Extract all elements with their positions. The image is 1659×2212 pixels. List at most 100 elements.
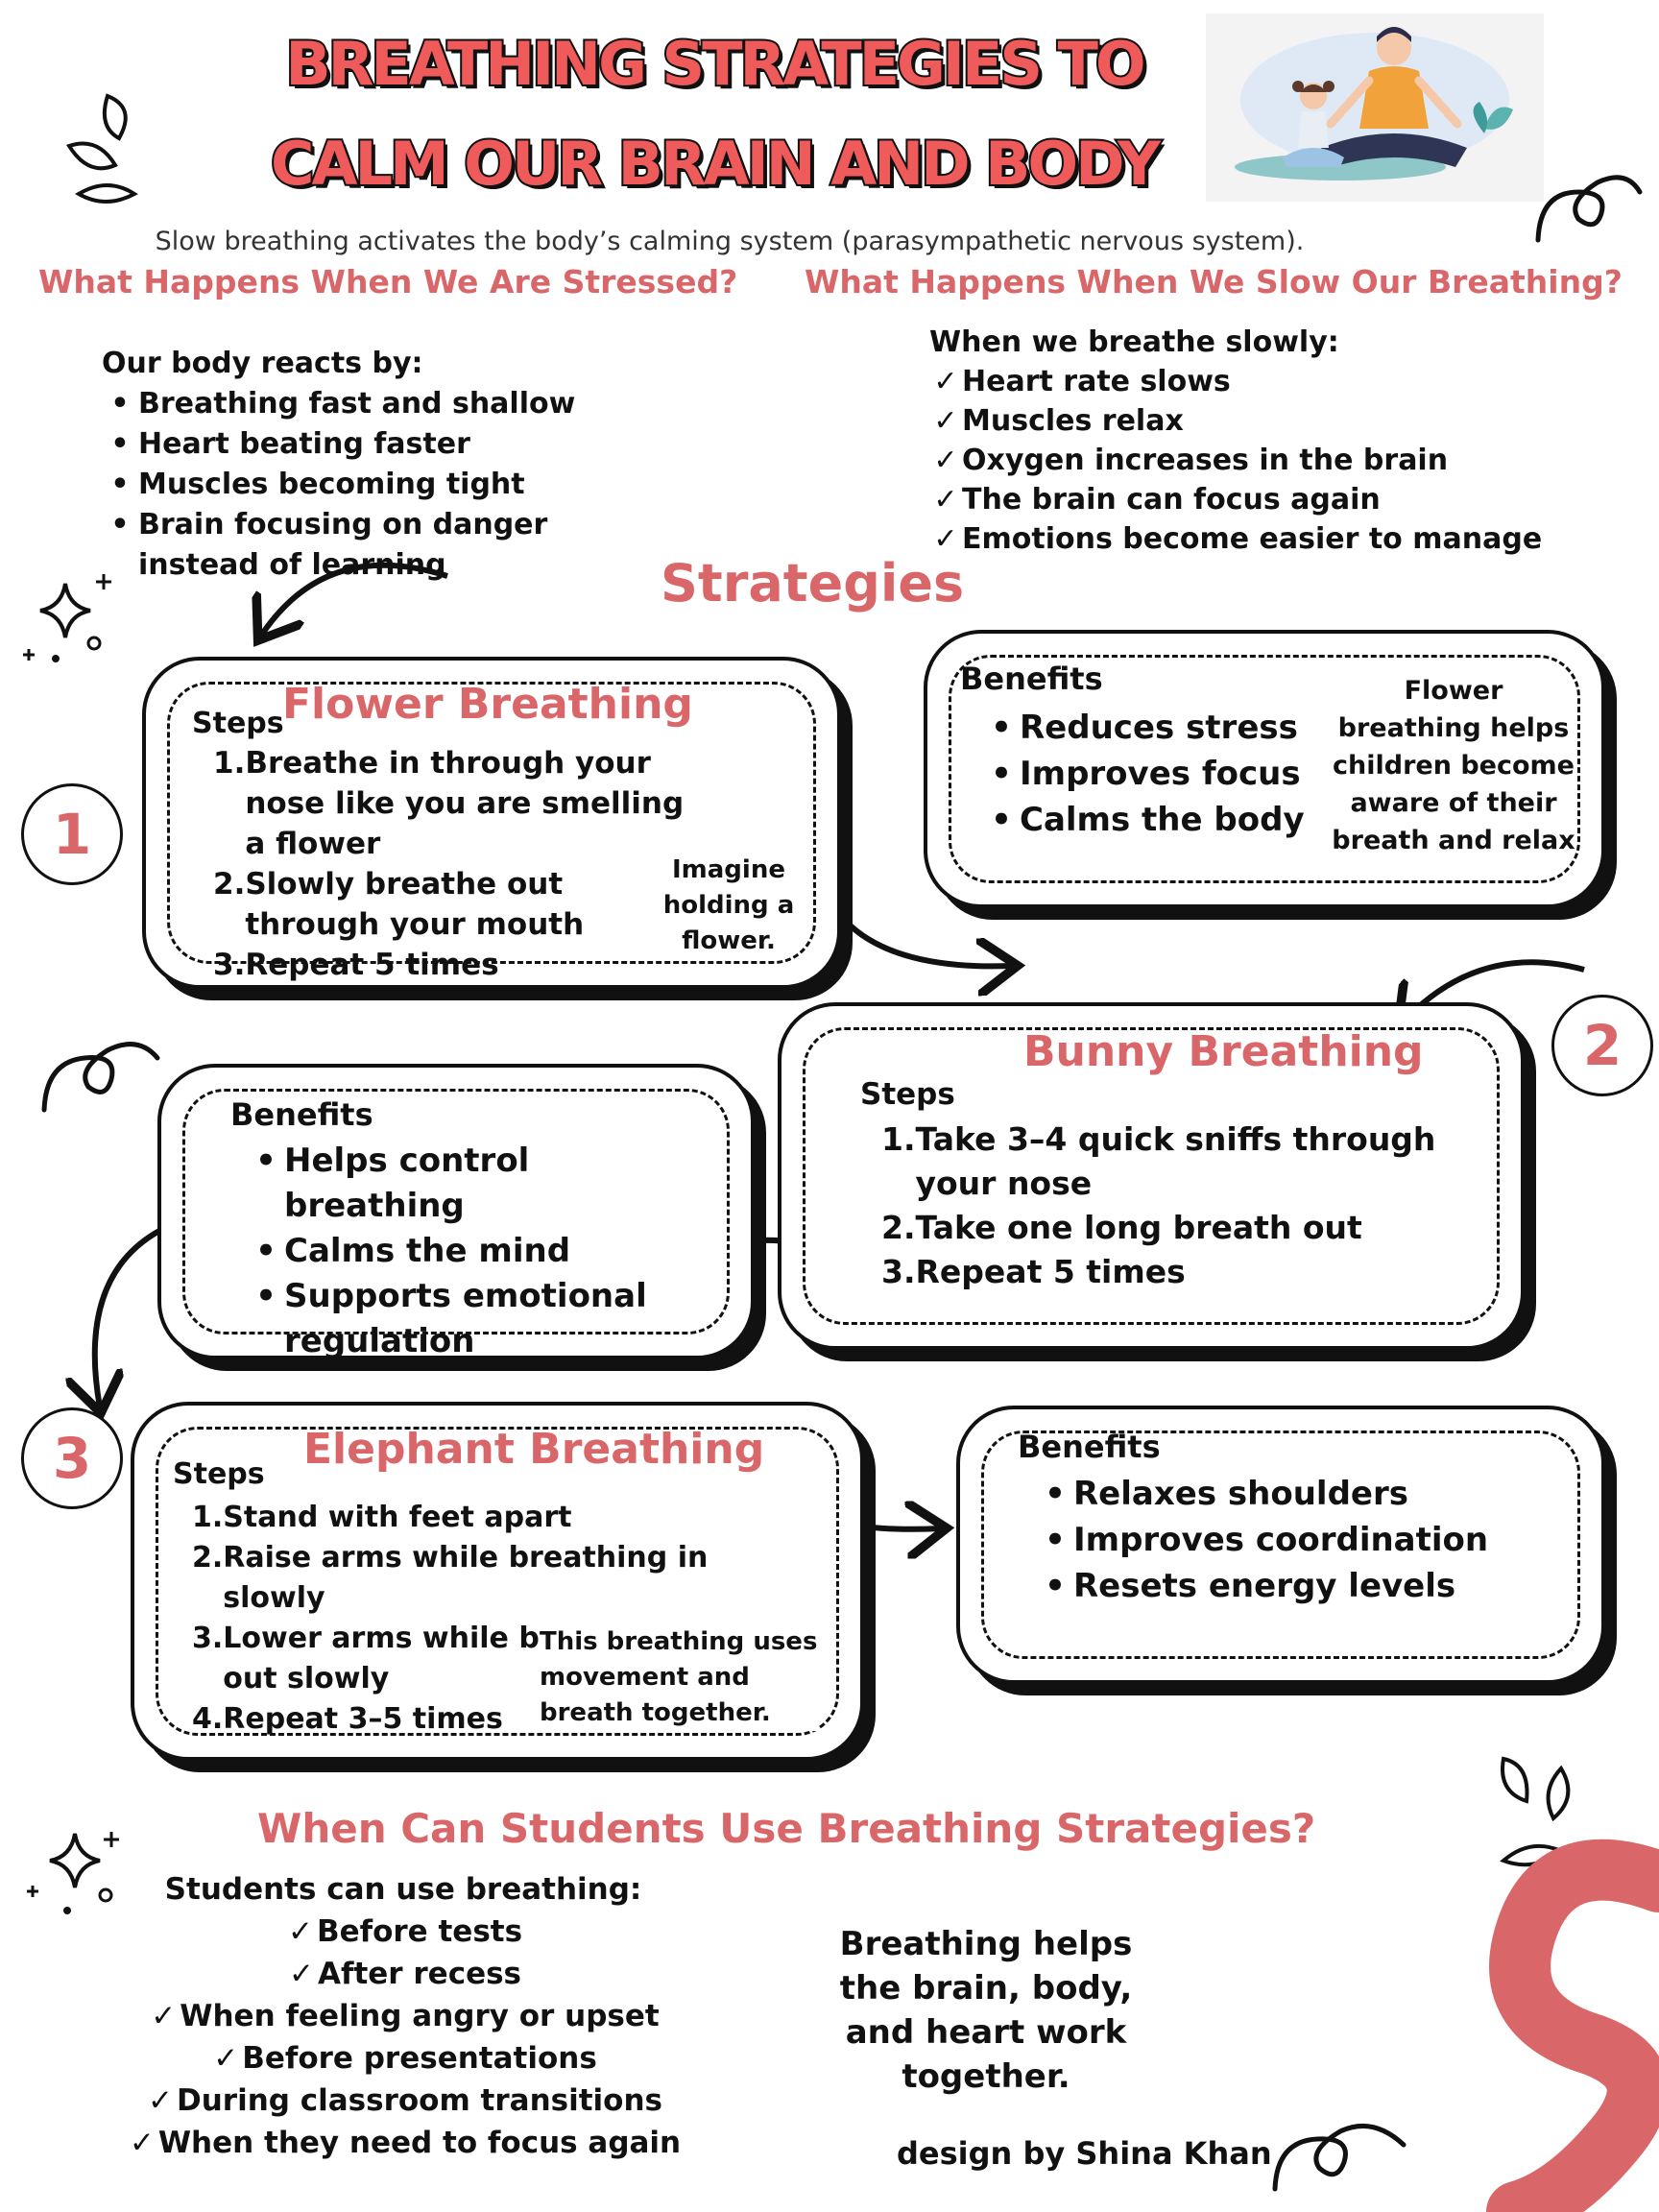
elephant-steps-label: Steps — [173, 1457, 265, 1491]
list-item: ✓Before presentations — [96, 2037, 710, 2080]
subtitle: Slow breathing activates the body’s calm… — [155, 227, 1305, 256]
flower-benefits-label: Benefits — [960, 661, 1103, 697]
stressed-section: Our body reacts by: •Breathing fast and … — [102, 344, 726, 586]
slow-list: ✓Heart rate slows ✓Muscles relax ✓Oxygen… — [929, 362, 1601, 559]
yoga-illustration — [1206, 13, 1544, 202]
dashed-border — [949, 655, 1580, 883]
list-item: 2.Take one long breath out — [881, 1209, 1362, 1246]
bunny-benefits-list: •Helps control breathing •Calms the mind… — [248, 1139, 709, 1364]
strategy-number-3: 3 — [21, 1407, 123, 1509]
list-item: ✓Emotions become easier to manage — [929, 519, 1601, 559]
elephant-benefits-list: •Relaxes shoulders •Improves coordinatio… — [1037, 1471, 1575, 1609]
check-icon: ✓ — [287, 1914, 313, 1949]
check-icon: ✓ — [213, 2041, 239, 2076]
check-icon: ✓ — [933, 404, 958, 438]
list-item: •Helps control breathing — [255, 1142, 530, 1225]
dashed-border — [156, 1427, 839, 1736]
strategy-number-1: 1 — [21, 783, 123, 885]
swirl-doodle-icon — [41, 1042, 160, 1113]
bunny-benefits-label: Benefits — [230, 1096, 373, 1133]
dashed-border — [803, 1027, 1500, 1325]
stressed-intro: Our body reacts by: — [102, 347, 423, 380]
bunny-benefits-card — [157, 1064, 755, 1359]
elephant-benefits-label: Benefits — [1018, 1429, 1161, 1465]
list-item: •Improves coordination — [1045, 1521, 1489, 1559]
dashed-border — [182, 1089, 730, 1334]
check-icon: ✓ — [147, 2083, 173, 2118]
flower-steps-list: 1.Breathe in through your nose like you … — [213, 743, 693, 985]
when-heading: When Can Students Use Breathing Strategi… — [257, 1805, 1316, 1852]
list-item: ✓When they need to focus again — [96, 2122, 710, 2164]
dashed-border — [981, 1431, 1580, 1659]
list-item: •Supports emotional regulation — [255, 1277, 647, 1360]
pink-wave-decoration — [1486, 1839, 1659, 2212]
elephant-benefits-card — [956, 1406, 1605, 1684]
list-item: 1.Breathe in through your nose like you … — [213, 746, 685, 861]
list-item: 1.Stand with feet apart — [192, 1501, 572, 1534]
swirl-doodle-icon — [1535, 175, 1643, 243]
elephant-title: Elephant Breathing — [303, 1425, 765, 1474]
list-item: ✓During classroom transitions — [96, 2080, 710, 2122]
bunny-steps-label: Steps — [860, 1077, 955, 1112]
list-item: 3.Repeat 5 times — [213, 948, 499, 982]
list-item: ✓Oxygen increases in the brain — [929, 441, 1601, 480]
flower-steps-card — [142, 657, 841, 989]
list-item: 2.Slowly breathe out through your mouth — [213, 867, 585, 942]
list-item: ✓When feeling angry or upset — [96, 1995, 710, 2037]
check-icon: ✓ — [933, 522, 958, 556]
list-item: 3.Repeat 5 times — [881, 1253, 1186, 1290]
list-item: •Relaxes shoulders — [1045, 1475, 1408, 1513]
elephant-note: This breathing uses movement and breath … — [540, 1624, 818, 1731]
bunny-title: Bunny Breathing — [1023, 1027, 1424, 1076]
list-item: •Muscles becoming tight — [110, 468, 525, 501]
list-item: •Brain focusing on danger instead of lea… — [110, 508, 548, 582]
list-item: •Reduces stress — [991, 709, 1298, 747]
swirl-doodle-icon — [1272, 2123, 1407, 2192]
strategy-number-2: 2 — [1551, 995, 1653, 1096]
design-credit: design by Shina Khan — [897, 2135, 1272, 2172]
flower-title: Flower Breathing — [282, 680, 693, 729]
check-icon: ✓ — [288, 1957, 314, 1991]
flower-note: Imagine holding a flower. — [662, 855, 795, 955]
leaf-doodle-icon — [65, 93, 138, 204]
sparkle-doodle-icon — [23, 574, 111, 662]
stressed-list: •Breathing fast and shallow •Heart beati… — [102, 384, 726, 586]
closing-statement: Breathing helps the brain, body, and hea… — [839, 1925, 1133, 2096]
list-item: •Resets energy levels — [1045, 1567, 1456, 1605]
dashed-border — [167, 682, 816, 964]
list-item: ✓Before tests — [96, 1911, 710, 1953]
sparkle-doodle-icon — [27, 1832, 119, 1914]
list-item: 1.Take 3–4 quick sniffs through your nos… — [881, 1120, 1436, 1202]
strategies-heading: Strategies — [661, 553, 965, 613]
stressed-heading: What Happens When We Are Stressed? — [38, 263, 738, 301]
check-icon: ✓ — [151, 1999, 177, 2033]
list-item: ✓The brain can focus again — [929, 480, 1601, 519]
bunny-steps-list: 1.Take 3–4 quick sniffs through your nos… — [881, 1118, 1496, 1294]
list-item: •Breathing fast and shallow — [110, 387, 576, 421]
list-item: ✓After recess — [96, 1953, 710, 1995]
list-item: 2.Raise arms while breathing in slowly — [192, 1541, 709, 1615]
slow-section: When we breathe slowly: ✓Heart rate slow… — [929, 323, 1601, 559]
when-section: Students can use breathing: ✓Before test… — [96, 1868, 710, 2164]
when-intro: Students can use breathing: — [164, 1872, 642, 1907]
list-item: ✓Heart rate slows — [929, 362, 1601, 401]
title-line-1: BREATHING STRATEGIES TO — [283, 27, 1147, 101]
check-icon: ✓ — [933, 444, 958, 477]
check-icon: ✓ — [933, 365, 958, 398]
flower-steps-label: Steps — [192, 707, 284, 740]
check-icon: ✓ — [933, 483, 958, 517]
slow-intro: When we breathe slowly: — [929, 325, 1339, 359]
list-item: •Heart beating faster — [110, 427, 470, 461]
title-line-2: CALM OUR BRAIN AND BODY — [269, 127, 1163, 201]
flower-benefits-list: •Reduces stress •Improves focus •Calms t… — [983, 705, 1348, 843]
check-icon: ✓ — [129, 2126, 155, 2160]
slow-heading: What Happens When We Slow Our Breathing? — [805, 263, 1623, 301]
list-item: ✓Muscles relax — [929, 401, 1601, 441]
flower-side-note: Flower breathing helps children become a… — [1332, 676, 1575, 855]
flower-benefits-card — [924, 630, 1605, 908]
bunny-steps-card — [778, 1002, 1525, 1350]
list-item: •Improves focus — [991, 755, 1301, 793]
list-item: 4.Repeat 3–5 times — [192, 1702, 503, 1736]
list-item: •Calms the mind — [255, 1232, 571, 1270]
list-item: •Calms the body — [991, 801, 1305, 839]
